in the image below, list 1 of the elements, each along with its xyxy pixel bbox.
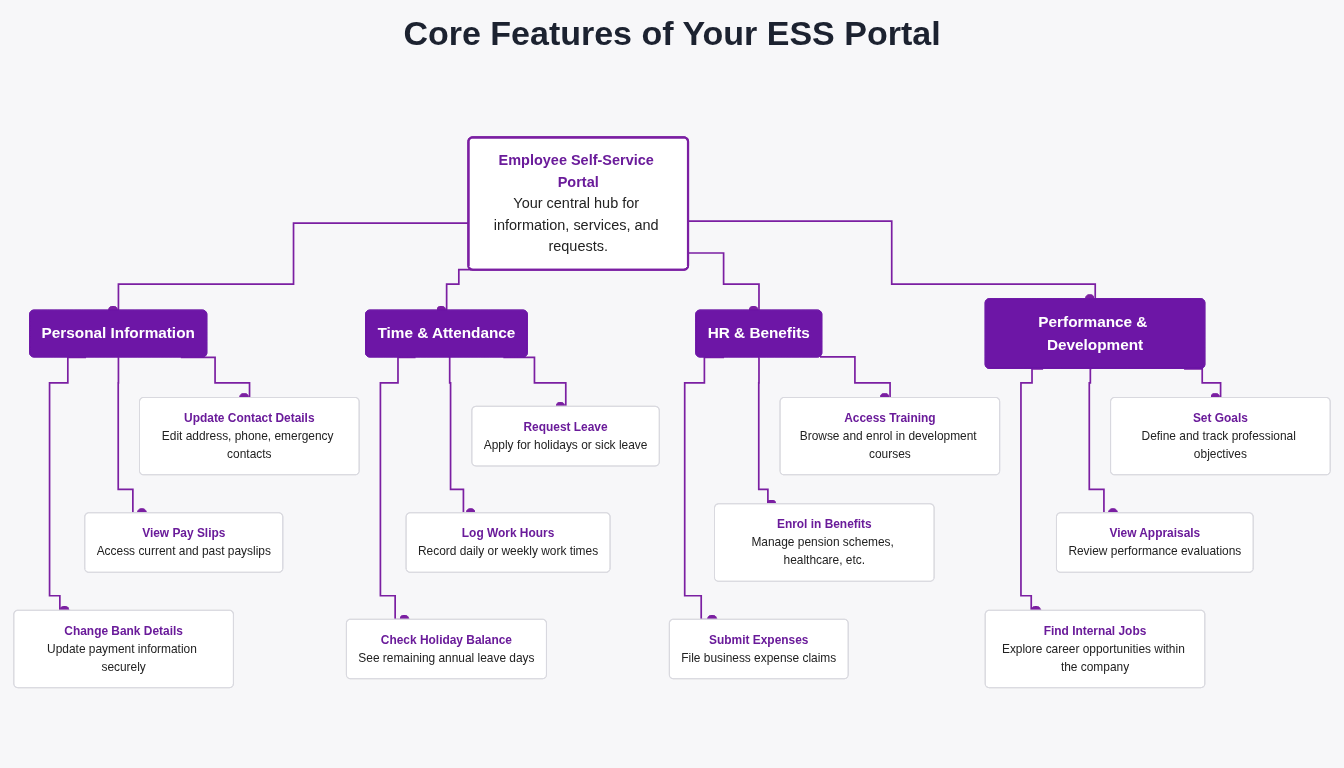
title: Core Features of Your ESS Portal (403, 14, 941, 53)
